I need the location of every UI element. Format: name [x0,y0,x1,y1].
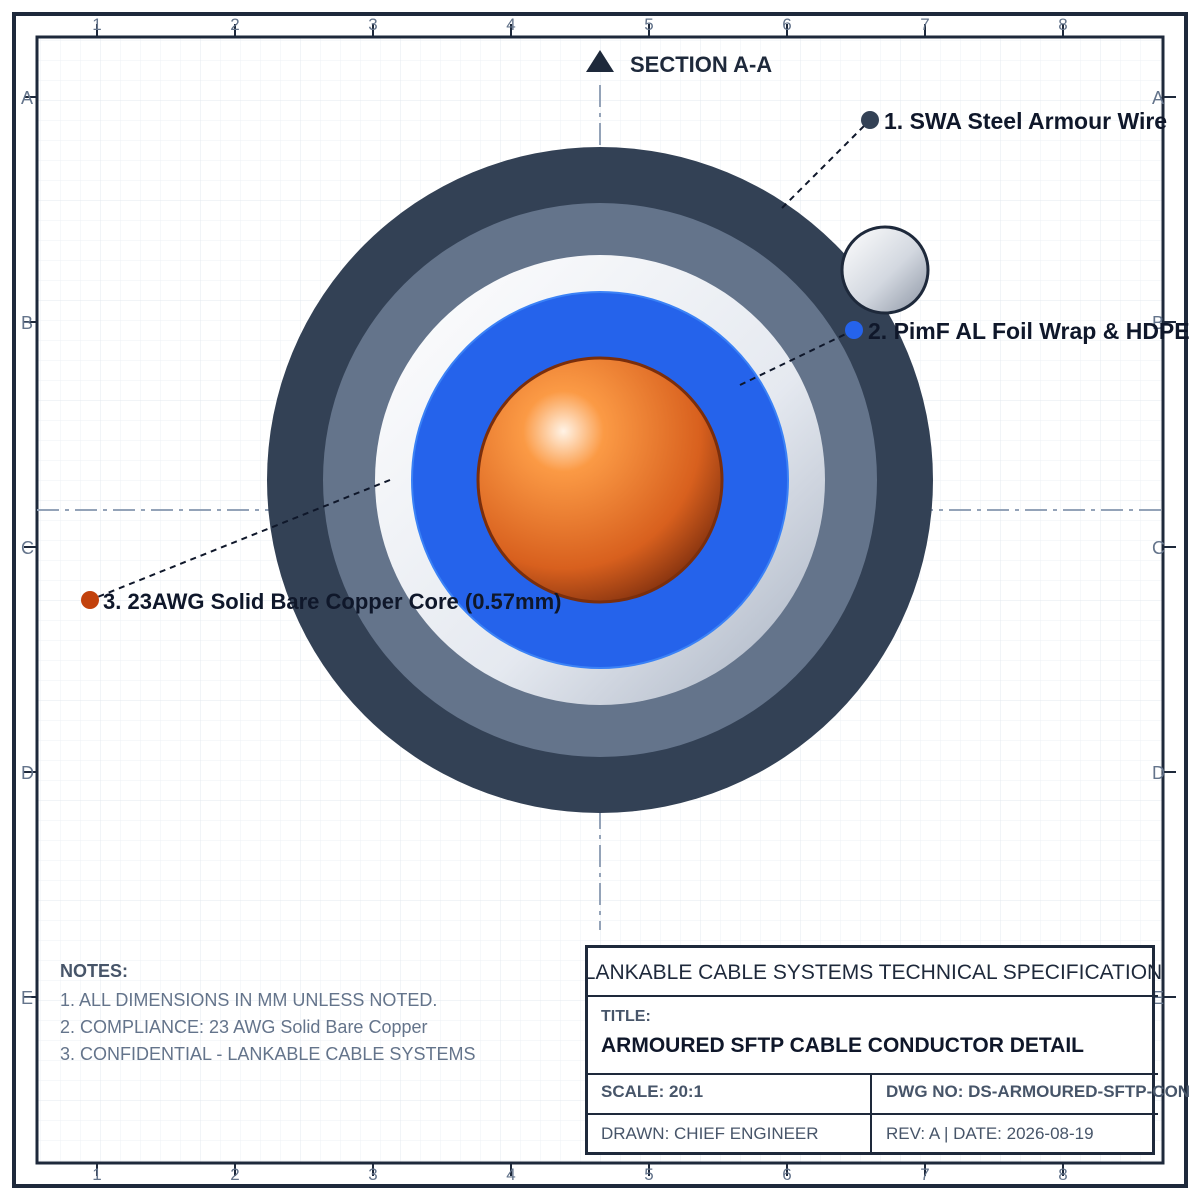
zone-column-label: 7 [920,1165,929,1184]
zone-column-label: 1 [92,15,101,34]
copper-core [476,356,724,604]
zone-row-label: A [1152,88,1164,108]
zone-row-label: D [21,763,34,783]
note-item: 1. ALL DIMENSIONS IN MM UNLESS NOTED. [60,990,438,1010]
zone-column-label: 4 [506,15,515,34]
zone-column-label: 1 [92,1165,101,1184]
leader-line-copper [89,479,391,601]
zone-row-label: C [21,538,34,558]
title-block: LANKABLE CABLE SYSTEMS TECHNICAL SPECIFI… [584,945,1190,1155]
armour-wire-strand [840,225,930,315]
zone-row-label: E [1152,988,1164,1008]
zone-column-label: 6 [782,1165,791,1184]
leader-line-armour [781,119,871,209]
zone-row-label: B [21,313,33,333]
company-header: LANKABLE CABLE SYSTEMS TECHNICAL SPECIFI… [583,961,1163,984]
callout-label-armour: 1. SWA Steel Armour Wire [884,108,1167,134]
zone-row-label: B [1152,313,1164,333]
zone-column-label: 5 [644,1165,653,1184]
inner-border [35,35,1165,1165]
drawn-by-field: DRAWN: CHIEF ENGINEER [601,1124,819,1143]
zone-column-label: 8 [1058,1165,1067,1184]
drawing-number-field: DWG NO: DS-ARMOURED-SFTP-CON [886,1082,1191,1101]
title-block-divider [588,995,1158,997]
zone-row-label: D [1152,763,1165,783]
callout-label-copper: 3. 23AWG Solid Bare Copper Core (0.57mm) [103,589,561,614]
zone-column-label: 6 [782,15,791,34]
drawing-title: ARMOURED SFTP CABLE CONDUCTOR DETAIL [601,1034,1084,1057]
zone-column-label: 2 [230,1165,239,1184]
zone-column-label: 8 [1058,15,1067,34]
zone-row-label: E [21,988,33,1008]
revision-date-field: REV: A | DATE: 2026-08-19 [886,1124,1094,1143]
callout-dot-foil [845,321,863,339]
zone-column-label: 5 [644,15,653,34]
zone-row-label: C [1152,538,1165,558]
zone-row-label: A [21,88,33,108]
title-block-divider [588,1113,1158,1115]
callout-dot-copper [81,591,99,609]
notes-title: NOTES: [60,961,129,981]
scale-field: SCALE: 20:1 [601,1082,704,1101]
callout-label-foil: 2. PimF AL Foil Wrap & HDPE [868,318,1190,344]
callout-dot-armour [861,111,879,129]
title-label: TITLE: [601,1008,651,1025]
zone-column-label: 3 [368,1165,377,1184]
note-item: 2. COMPLIANCE: 23 AWG Solid Bare Copper [60,1017,428,1037]
title-block-divider [588,1073,1158,1075]
zone-column-label: 3 [368,15,377,34]
zone-column-label: 2 [230,15,239,34]
section-label: SECTION A-A [630,52,772,77]
notes-block: NOTES: 1. ALL DIMENSIONS IN MM UNLESS NO… [60,958,475,1068]
note-item: 3. CONFIDENTIAL - LANKABLE CABLE SYSTEMS [60,1044,476,1064]
cable-cross-section [267,147,933,813]
zone-column-label: 7 [920,15,929,34]
zone-column-label: 4 [506,1165,515,1184]
outer-border [12,12,1188,1188]
section-arrow-icon [586,50,614,72]
